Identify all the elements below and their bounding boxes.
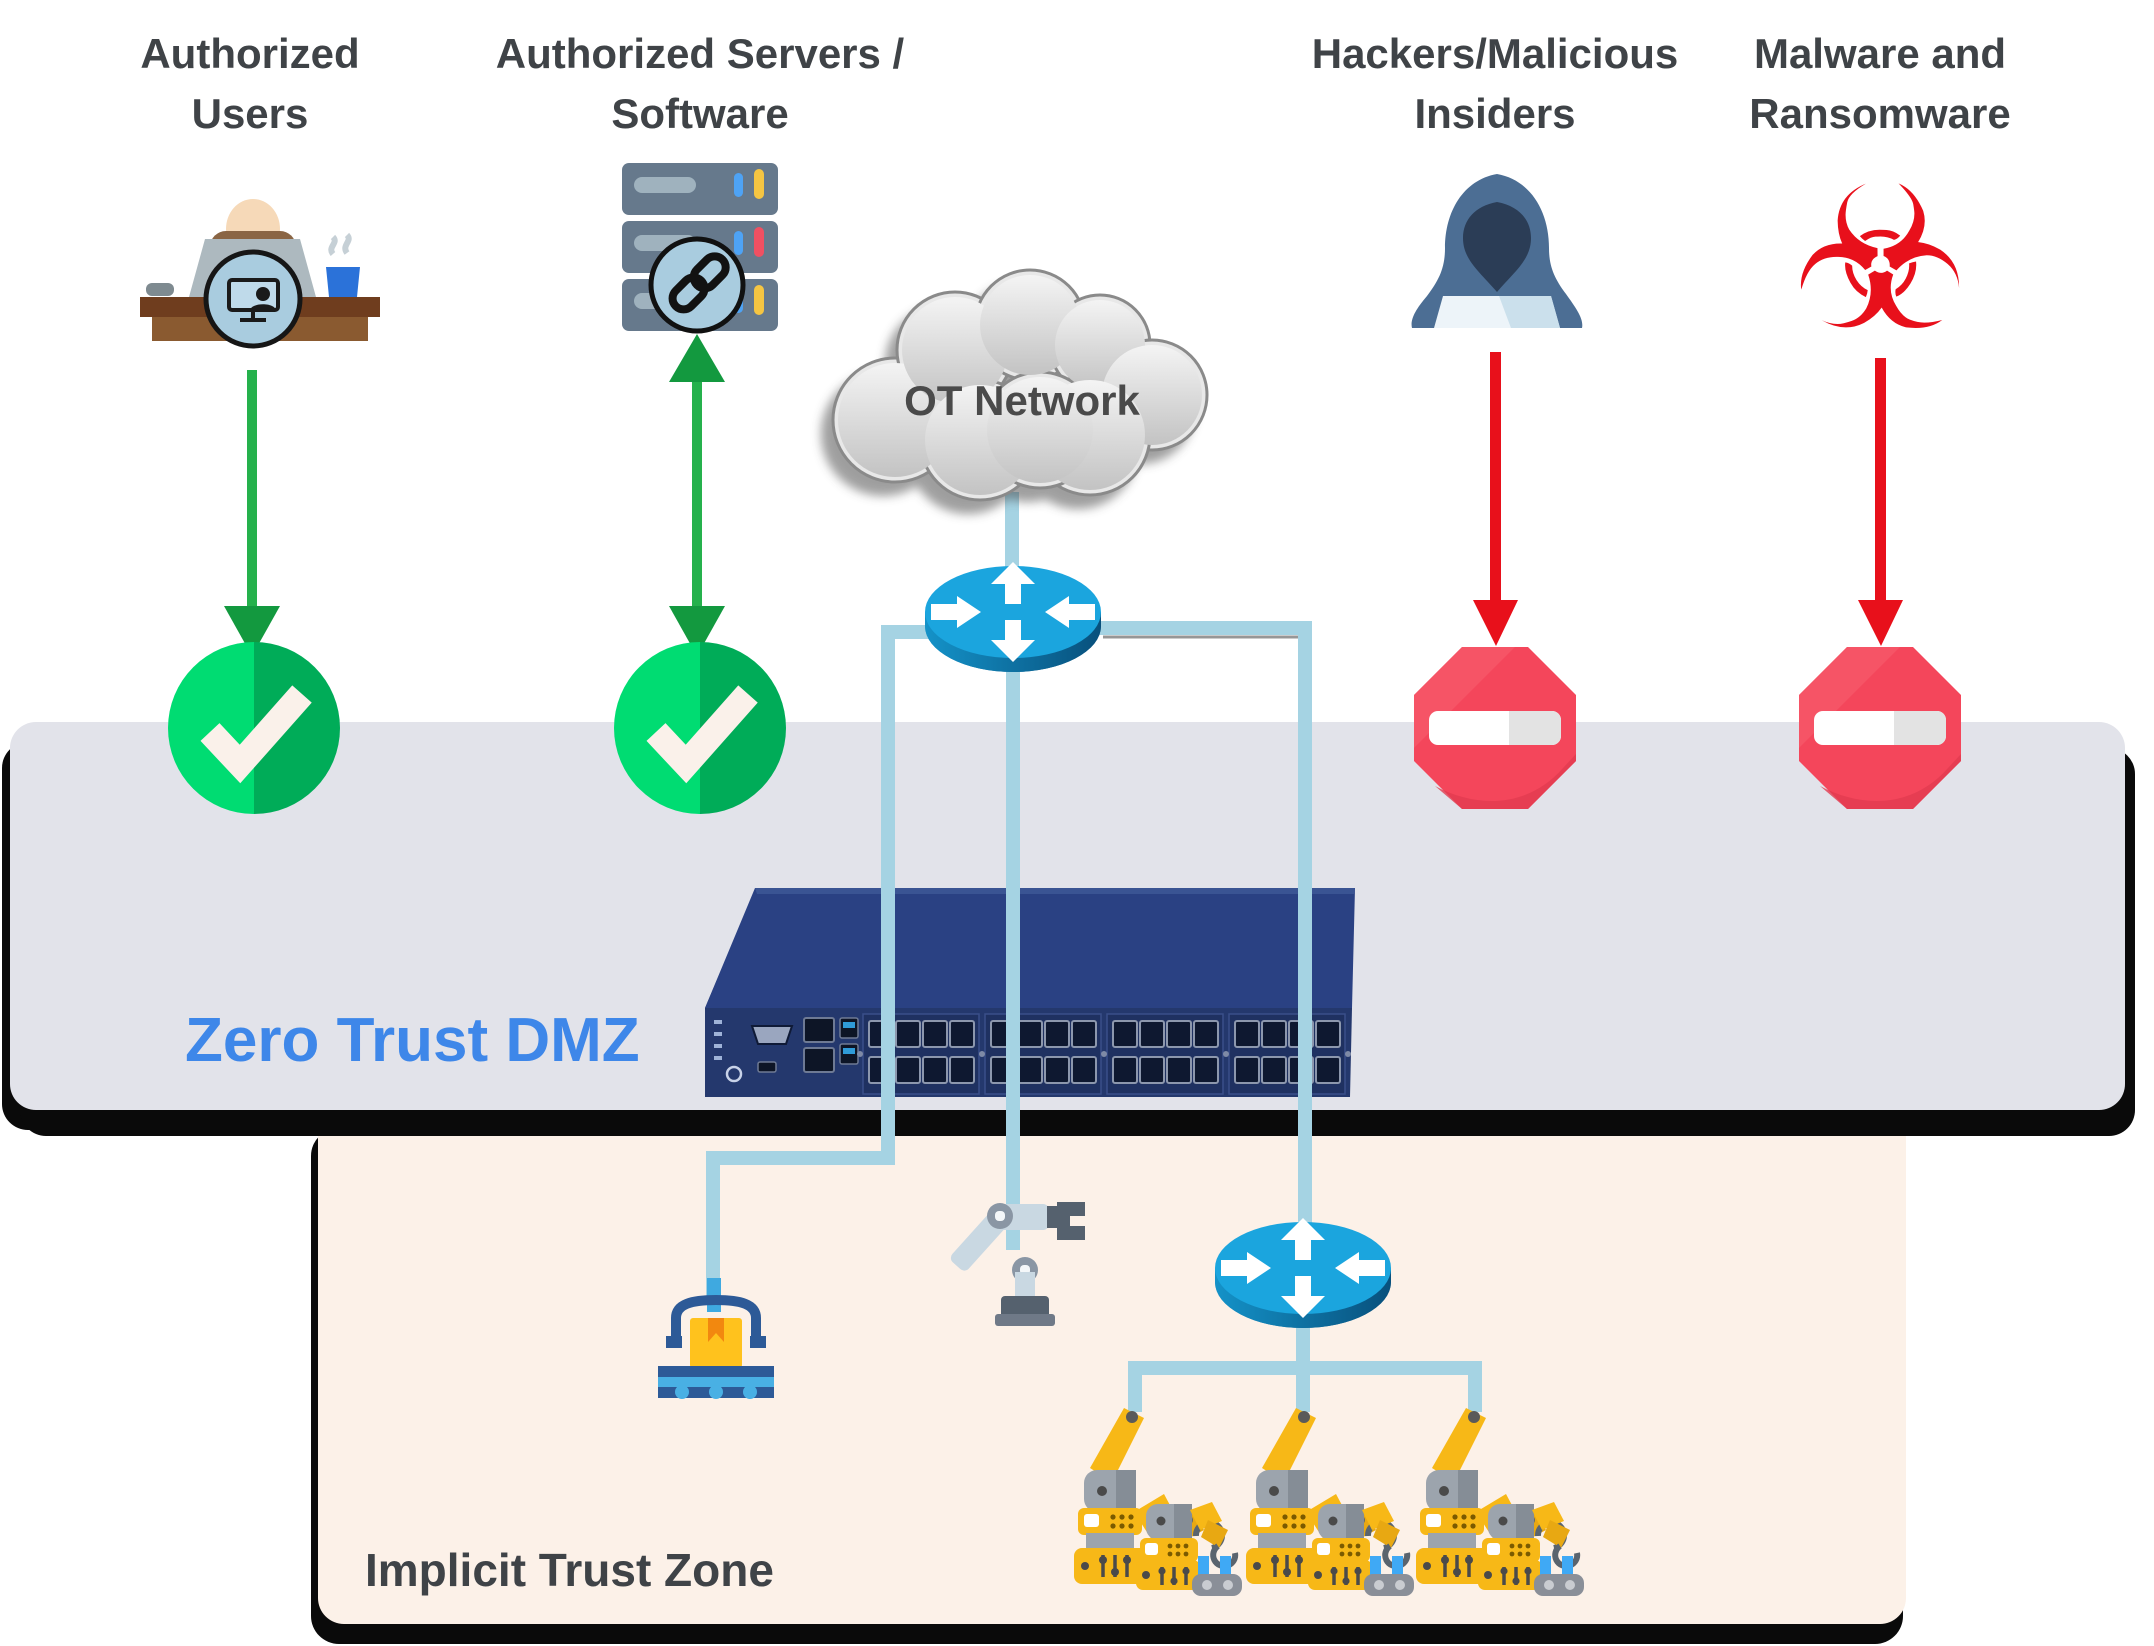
label-hackers: Hackers/Malicious Insiders [1311,30,1679,137]
ot-network-cloud: OT Network [821,268,1209,514]
biohazard-icon: ☣ [1791,144,1969,375]
deny-arrow-malware [1858,358,1903,646]
dmz-zone-title: Zero Trust DMZ [185,1006,640,1075]
no-entry-icon [1414,647,1576,809]
deny-arrow-hackers [1473,352,1518,646]
router-icon-top [925,562,1101,672]
label-authorized-users: Authorized Users [140,30,360,137]
cable-claw-machine [706,625,930,1300]
hacker-icon [1411,174,1583,328]
label-malware: Malware and Ransomware [1749,30,2011,137]
user-at-desk-icon [140,199,380,349]
no-entry-icon [1799,647,1961,809]
cloud-label: OT Network [904,377,1140,424]
check-icon [614,642,786,814]
claw-machine-icon [658,1278,774,1399]
label-authorized-servers: Authorized Servers / Software [495,30,905,137]
server-stack-icon [622,163,778,334]
router-icon-bottom [1215,1218,1391,1328]
allow-arrow-servers [669,334,725,656]
allow-arrow-users [224,370,280,656]
cable-router2 [1096,621,1312,1230]
implicit-zone-title: Implicit Trust Zone [365,1544,774,1596]
firewall-appliance-icon [705,888,1355,1097]
robot-arm-icon [950,1202,1085,1326]
check-icon [168,642,340,814]
